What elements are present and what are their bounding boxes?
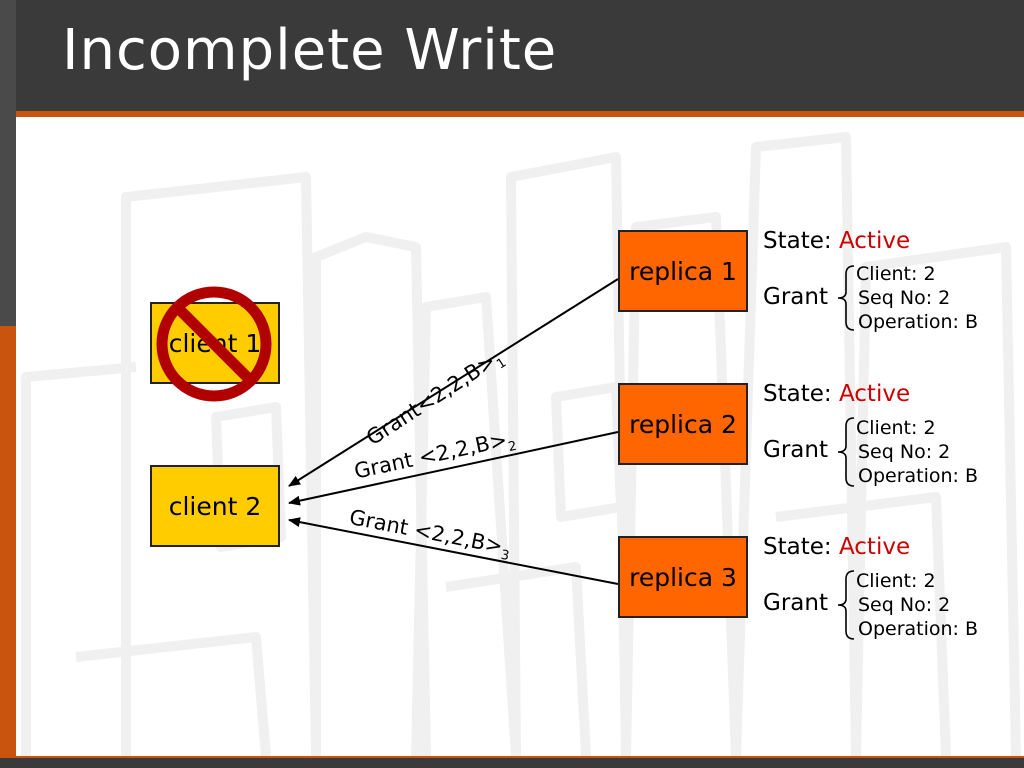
replica-2-state-label: State:	[763, 381, 832, 407]
replica-2-grant-label: Grant	[763, 437, 828, 463]
replica-3-grant-seq: Seq No: 2	[858, 594, 951, 616]
replica-2-grant-brace-icon	[837, 417, 855, 487]
replica-1-state-value: Active	[838, 228, 911, 254]
replica-2-grant-client: Client: 2	[856, 417, 936, 439]
replica-3-box: replica 3	[618, 536, 748, 618]
replica-3-grant-label: Grant	[763, 590, 828, 616]
replica-1-grant-client: Client: 2	[856, 263, 936, 285]
arrow-replica1-to-client2	[288, 278, 619, 487]
client-2-box: client 2	[150, 465, 280, 547]
replica-2-state: State: Active	[763, 381, 910, 407]
bottom-bar	[0, 758, 1024, 768]
replica-2-box: replica 2	[618, 383, 748, 465]
replica-3-grant-operation: Operation: B	[858, 618, 979, 640]
replica-1-grant-label: Grant	[763, 284, 828, 310]
replica-1-state-label: State:	[763, 228, 832, 254]
replica-3-state-label: State:	[763, 534, 832, 560]
replica-3-label: replica 3	[629, 562, 737, 592]
page-title: Incomplete Write	[62, 18, 558, 83]
replica-3-grant-client: Client: 2	[856, 570, 936, 592]
left-strip-top	[0, 0, 16, 326]
background-buildings-art	[21, 132, 1021, 756]
title-bar	[16, 0, 1024, 111]
replica-1-grant-operation: Operation: B	[858, 311, 979, 333]
arrow-replica3-to-client2	[288, 517, 619, 585]
replica-1-grant-seq: Seq No: 2	[858, 287, 951, 309]
replica-3-grant-brace-icon	[837, 570, 855, 640]
replica-2-grant-operation: Operation: B	[858, 465, 979, 487]
replica-3-state: State: Active	[763, 534, 910, 560]
replica-1-box: replica 1	[618, 230, 748, 312]
arrow-replica2-to-client2	[288, 431, 619, 506]
client-2-label: client 2	[168, 491, 262, 521]
bottom-accent-line	[16, 756, 1024, 758]
title-accent-line	[16, 111, 1024, 117]
replica-1-grant-brace-icon	[837, 265, 855, 331]
replica-1-label: replica 1	[629, 256, 737, 286]
replica-2-label: replica 2	[629, 409, 737, 439]
left-strip-bottom	[0, 326, 16, 768]
replica-2-grant-seq: Seq No: 2	[858, 441, 951, 463]
replica-1-state: State: Active	[763, 228, 910, 254]
prohibited-sign-icon	[156, 286, 272, 402]
replica-3-state-value: Active	[838, 534, 911, 560]
replica-2-state-value: Active	[838, 381, 911, 407]
